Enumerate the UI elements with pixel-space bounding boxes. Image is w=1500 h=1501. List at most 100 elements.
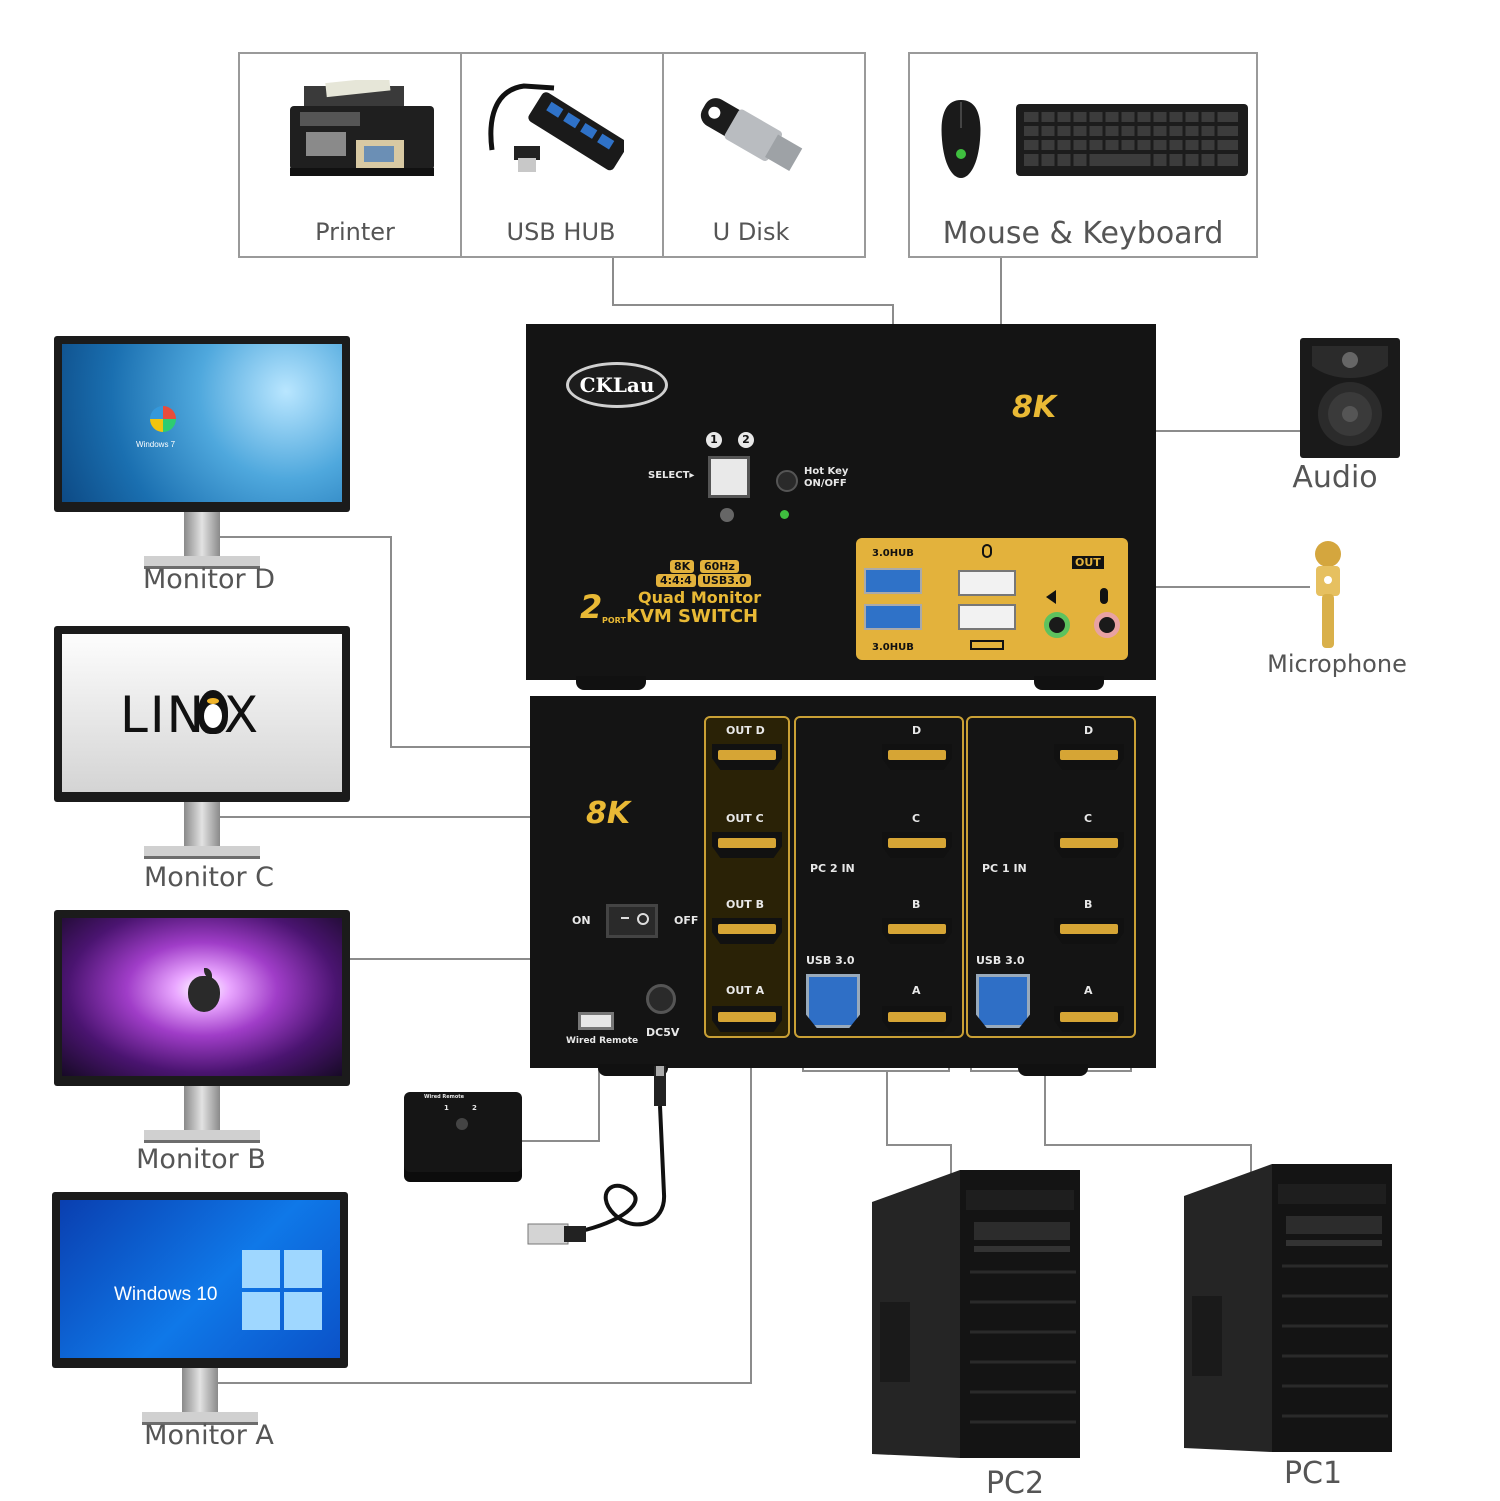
monitor-a-screen: Windows 10 bbox=[60, 1200, 340, 1358]
monitor-a-screen-text: Windows 10 bbox=[114, 1284, 218, 1305]
spec-444: 4:4:4 bbox=[656, 574, 696, 587]
remote-button[interactable] bbox=[456, 1118, 468, 1130]
spec-8k: 8K bbox=[670, 560, 695, 573]
select-button[interactable] bbox=[708, 456, 750, 498]
pc2-usb-b-port[interactable] bbox=[806, 974, 860, 1028]
hdmi-out-d[interactable] bbox=[712, 744, 782, 770]
remote-label: Wired Remote bbox=[424, 1094, 465, 1100]
remote-num-1: 1 bbox=[444, 1104, 449, 1112]
remote-port[interactable] bbox=[578, 1012, 614, 1030]
monitor-c: LIN X bbox=[54, 626, 350, 860]
front-8k-badge: 8K bbox=[1012, 390, 1057, 425]
brand-text: CKLau bbox=[579, 373, 655, 397]
usb3-hub-port-2[interactable] bbox=[864, 604, 922, 630]
monitor-a: Windows 10 bbox=[52, 1192, 348, 1426]
monitor-d-label: Monitor D bbox=[142, 564, 275, 595]
pc2-hdmi-b[interactable] bbox=[882, 918, 952, 944]
monitor-a-label: Monitor A bbox=[144, 1420, 274, 1451]
pc2-input-frame bbox=[794, 716, 964, 1038]
speaker-port-icon bbox=[1046, 590, 1056, 604]
dc-label: DC5V bbox=[646, 1026, 680, 1039]
hotkey-button[interactable] bbox=[776, 470, 798, 492]
pc2-in-label: PC 2 IN bbox=[810, 862, 855, 875]
pc1-port-d-label: D bbox=[1084, 724, 1094, 737]
pc1-hdmi-c[interactable] bbox=[1054, 832, 1124, 858]
hotkey-led bbox=[780, 510, 789, 519]
hotkey-label-line2: ON/OFF bbox=[804, 478, 847, 489]
hdmi-out-c[interactable] bbox=[712, 832, 782, 858]
port-word: PORT bbox=[602, 616, 626, 625]
microphone-jack[interactable] bbox=[1094, 612, 1120, 638]
pc1-hdmi-a[interactable] bbox=[1054, 1006, 1124, 1032]
pc2-usb-label: USB 3.0 bbox=[806, 954, 855, 967]
select-label: SELECT▸ bbox=[648, 470, 695, 481]
spec-60hz: 60Hz bbox=[700, 560, 739, 573]
monitor-c-label: Monitor C bbox=[143, 862, 275, 893]
pc2-hdmi-a[interactable] bbox=[882, 1006, 952, 1032]
dc-power-jack[interactable] bbox=[646, 984, 676, 1014]
usb3-hub-port-1[interactable] bbox=[864, 568, 922, 594]
front-foot-right bbox=[1034, 676, 1104, 690]
pc2-label: PC2 bbox=[985, 1466, 1045, 1501]
pc2-port-a-label: A bbox=[912, 984, 921, 997]
pc1-in-label: PC 1 IN bbox=[982, 862, 1027, 875]
pc1-port-a-label: A bbox=[1084, 984, 1093, 997]
port-1-number: 1 bbox=[706, 432, 722, 448]
windows-logo-icon bbox=[242, 1250, 322, 1330]
hdmi-out-a[interactable] bbox=[712, 1006, 782, 1032]
pc1-hdmi-b[interactable] bbox=[1054, 918, 1124, 944]
out-a-label: OUT A bbox=[726, 984, 765, 997]
monitor-d-screen-text: Windows 7 bbox=[136, 440, 176, 449]
switch-on-label: ON bbox=[572, 914, 591, 927]
monitor-d-screen: Windows 7 bbox=[62, 344, 342, 502]
pc1-port-c-label: C bbox=[1084, 812, 1093, 825]
usb-hub-label: USB HUB bbox=[506, 218, 616, 246]
hub-bottom-label: 3.0HUB bbox=[872, 642, 914, 653]
rear-8k-badge: 8K bbox=[586, 796, 631, 831]
power-switch[interactable] bbox=[606, 904, 658, 938]
mouse-usb-port[interactable] bbox=[958, 570, 1016, 596]
monitor-b-screen bbox=[62, 918, 342, 1076]
pc2-hdmi-d[interactable] bbox=[882, 744, 952, 770]
product-line-2: KVM SWITCH bbox=[626, 606, 759, 627]
audio-out-jack[interactable] bbox=[1044, 612, 1070, 638]
pc2-port-d-label: D bbox=[912, 724, 922, 737]
keyboard-usb-port[interactable] bbox=[958, 604, 1016, 630]
pc2-port-c-label: C bbox=[912, 812, 921, 825]
rear-foot-left bbox=[598, 1064, 668, 1076]
usb-hub-icon bbox=[488, 83, 624, 172]
monitor-b-label: Monitor B bbox=[136, 1144, 266, 1175]
monitor-b bbox=[54, 910, 350, 1144]
u-disk-label: U Disk bbox=[712, 218, 790, 246]
mic-port-icon bbox=[1100, 588, 1108, 604]
monitor-c-screen-text: LIN X bbox=[120, 686, 261, 744]
port-2-number: 2 bbox=[738, 432, 754, 448]
wired-remote[interactable]: Wired Remote 1 2 bbox=[404, 1092, 522, 1172]
usb-power-cable-icon bbox=[527, 1066, 667, 1245]
hotkey-label-line1: Hot Key bbox=[804, 466, 849, 477]
pc1-hdmi-d[interactable] bbox=[1054, 744, 1124, 770]
remote-num-2: 2 bbox=[472, 1104, 477, 1112]
pc1-input-frame bbox=[966, 716, 1136, 1038]
pc2-hdmi-c[interactable] bbox=[882, 832, 952, 858]
out-c-label: OUT C bbox=[726, 812, 764, 825]
audio-out-label: OUT bbox=[1072, 556, 1104, 569]
monitor-d: Windows 7 bbox=[54, 336, 350, 570]
audio-label: Audio bbox=[1292, 460, 1378, 495]
pc1-tower-icon bbox=[1184, 1164, 1392, 1452]
pc1-usb-b-port[interactable] bbox=[976, 974, 1030, 1028]
pc2-port-b-label: B bbox=[912, 898, 921, 911]
pc2-tower-icon bbox=[872, 1170, 1080, 1458]
spec-usb: USB3.0 bbox=[698, 574, 751, 587]
microphone-icon bbox=[1315, 541, 1341, 648]
printer-icon bbox=[290, 80, 434, 176]
hdmi-out-b[interactable] bbox=[712, 918, 782, 944]
front-foot-left bbox=[576, 676, 646, 690]
port-count: 2 bbox=[580, 588, 603, 626]
mouse-icon bbox=[941, 100, 981, 178]
monitor-c-screen: LIN X bbox=[62, 634, 342, 792]
mouse-keyboard-label: Mouse & Keyboard bbox=[942, 216, 1224, 251]
u-disk-icon bbox=[700, 98, 803, 171]
wired-remote-port-label: Wired Remote bbox=[566, 1036, 639, 1046]
switch-off-label: OFF bbox=[674, 914, 699, 927]
